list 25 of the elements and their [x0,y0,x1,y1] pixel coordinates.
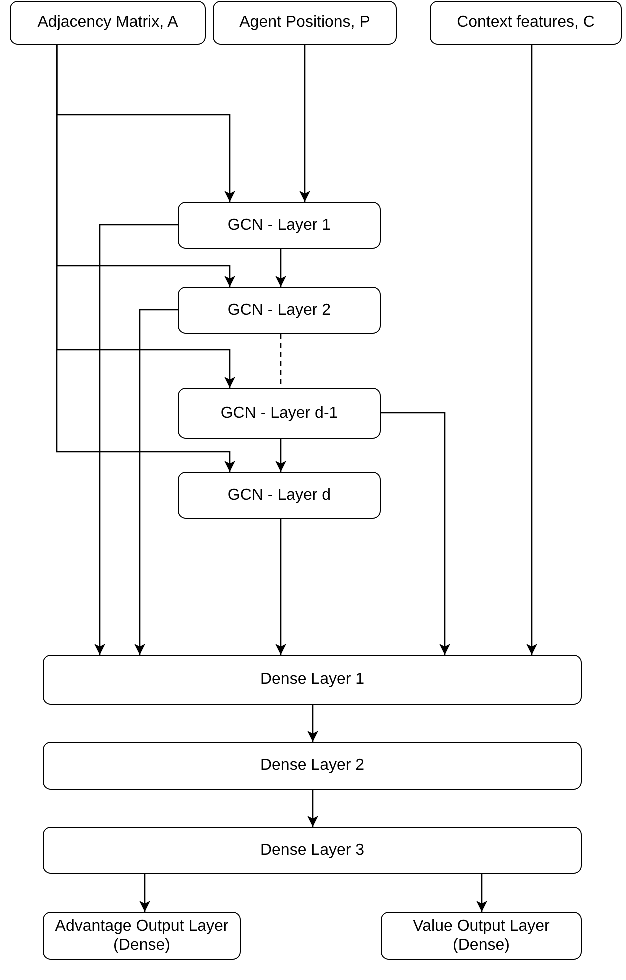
arrow [140,874,150,912]
arrow [476,874,488,912]
process-box: GCN - Layer d [178,472,381,519]
process-box: Dense Layer 2 [43,742,582,790]
process-box: Dense Layer 1 [43,655,582,705]
process-box: Context features, C [430,1,622,45]
arrow [276,249,286,287]
process-box: Dense Layer 3 [43,827,582,874]
arrow [308,705,318,742]
process-box: Value Output Layer (Dense) [381,912,582,960]
process-box: Adjacency Matrix, A [10,1,206,45]
arrow [276,439,286,472]
process-box: GCN - Layer 2 [178,287,381,334]
arrow [134,309,178,655]
process-box: GCN - Layer 1 [178,202,381,249]
arrow [94,224,178,655]
arrow [56,45,236,472]
arrow [308,790,318,827]
arrow [381,412,450,655]
arrow [276,519,286,655]
process-box: GCN - Layer d-1 [178,388,381,439]
process-box: Advantage Output Layer (Dense) [43,912,241,960]
arrow [300,45,310,202]
arrow [526,45,538,655]
process-box: Agent Positions, P [213,1,397,45]
